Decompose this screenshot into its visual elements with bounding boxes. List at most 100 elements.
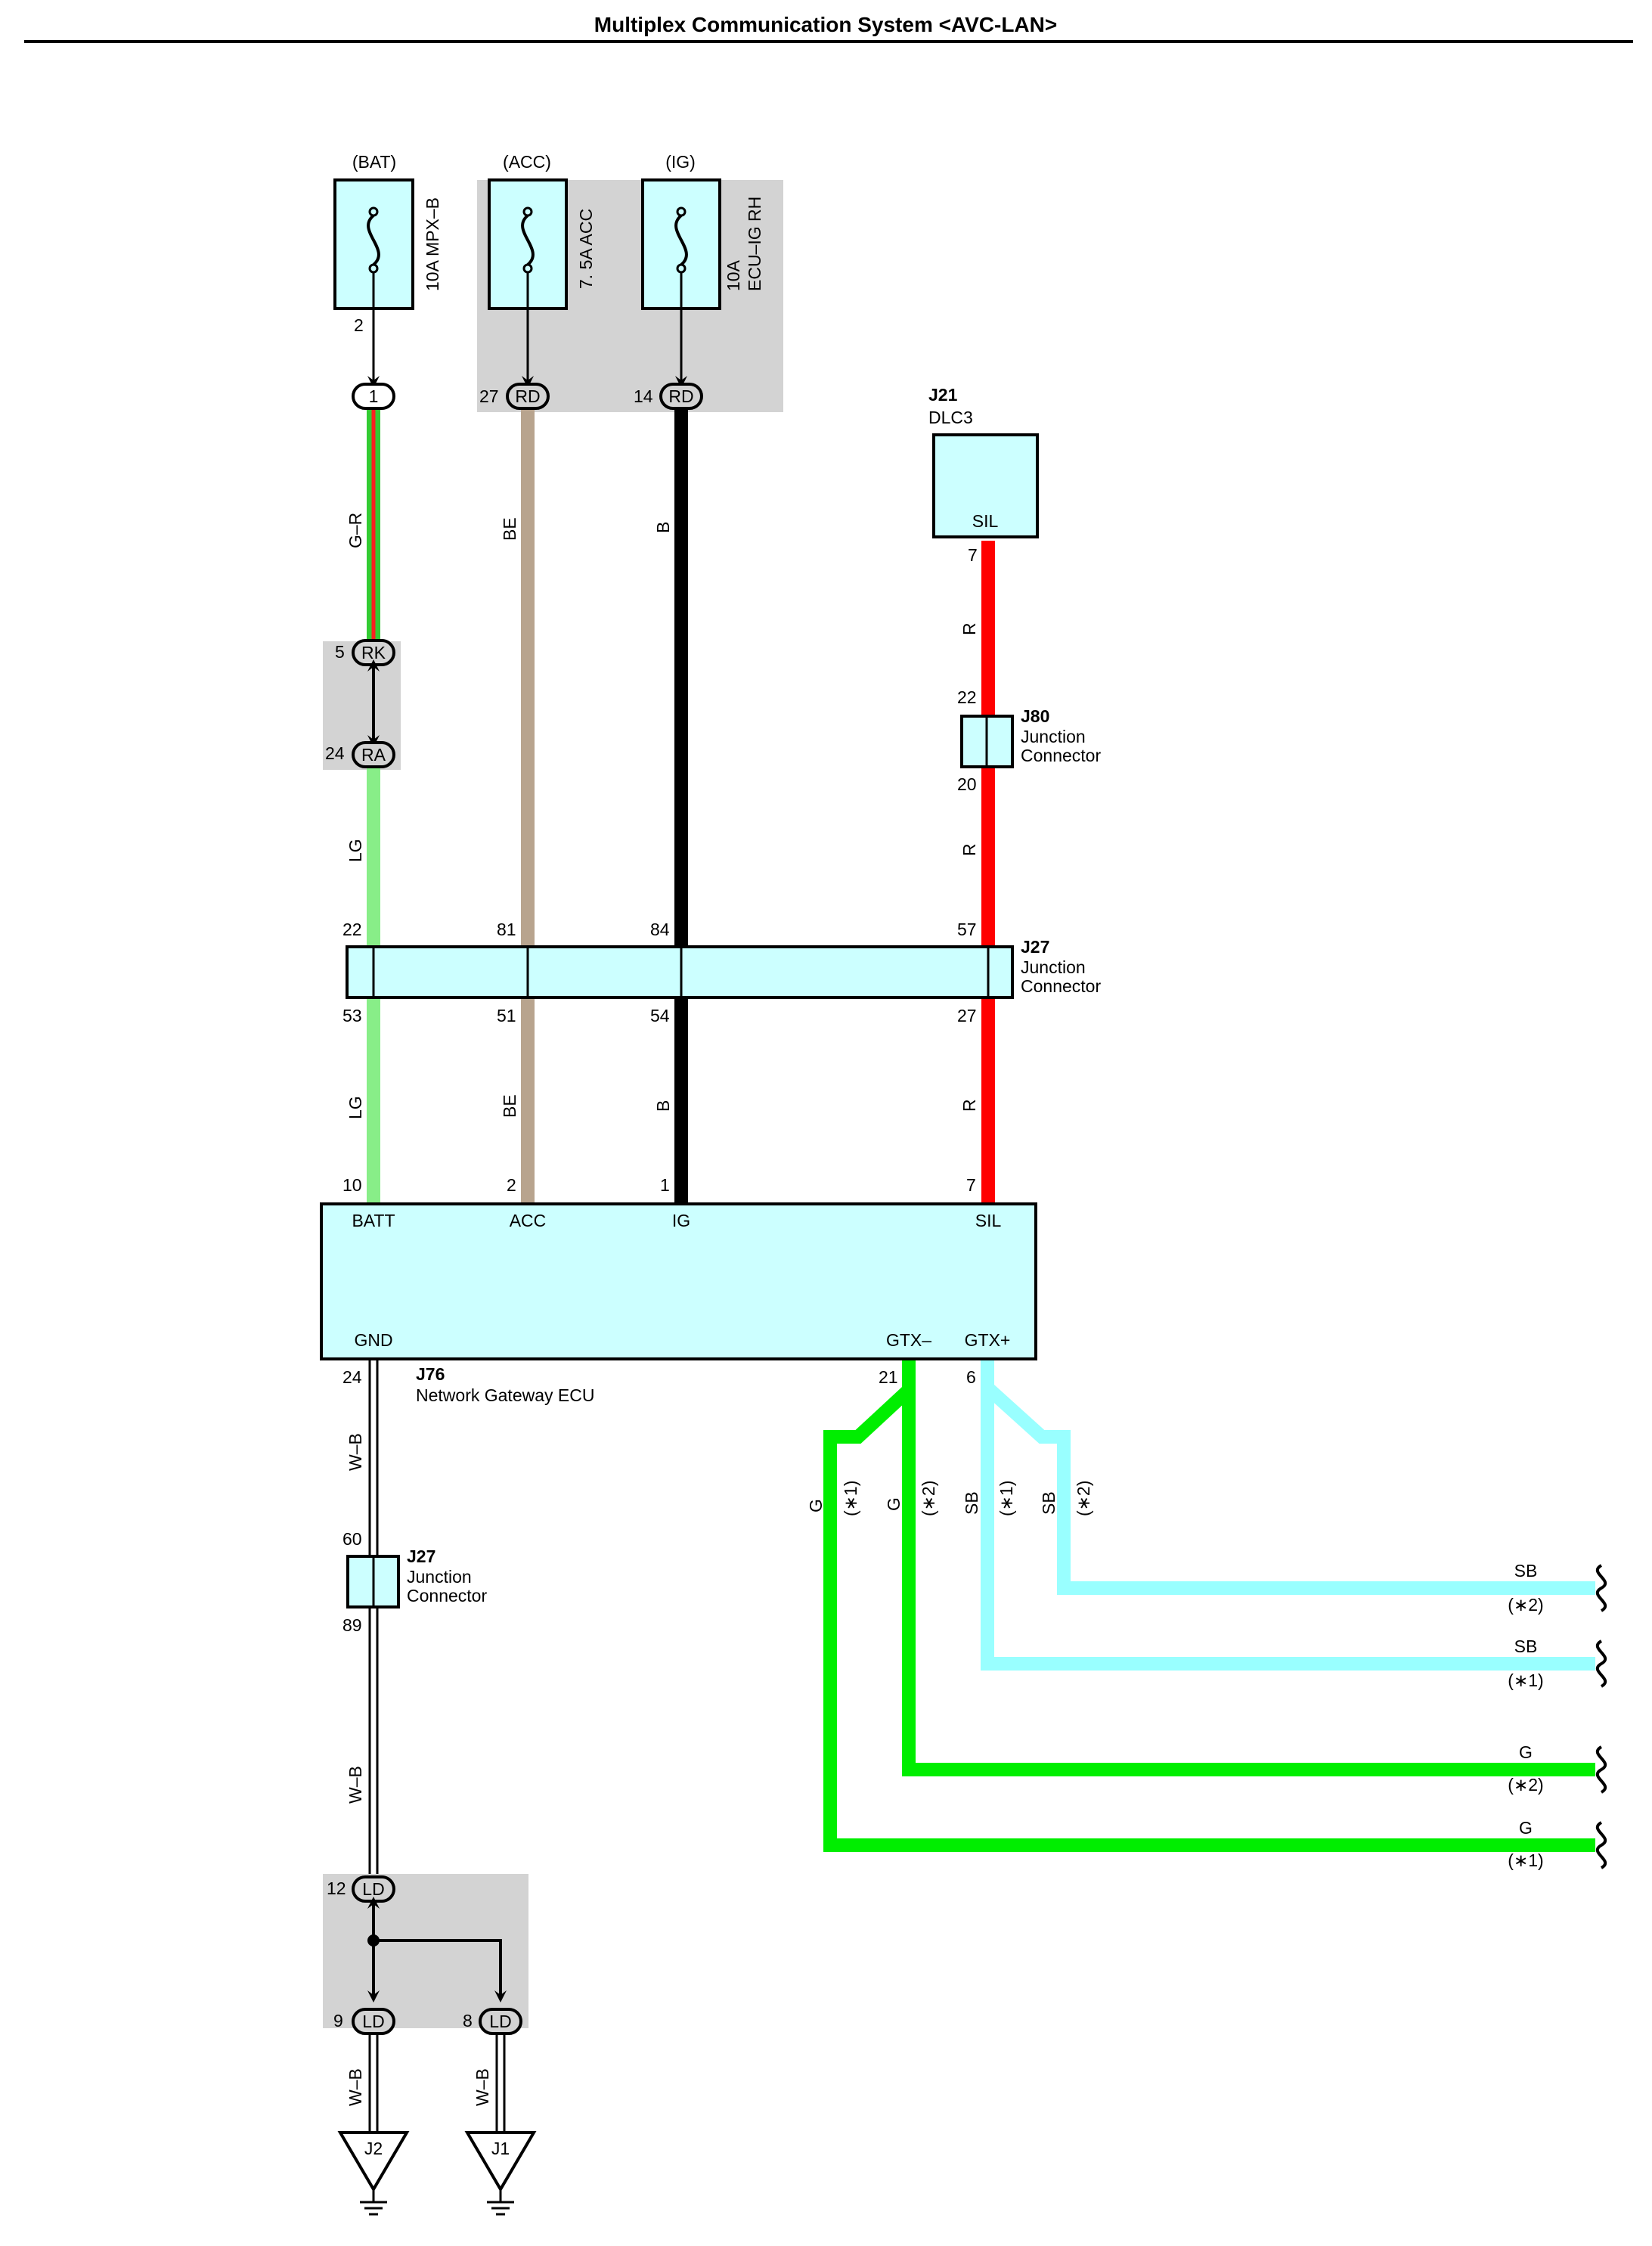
connector-id: J80 bbox=[1021, 706, 1049, 726]
wire-sb-2 bbox=[981, 1359, 1595, 1595]
pin-number: 27 bbox=[957, 1006, 977, 1025]
ecu-name: Network Gateway ECU bbox=[416, 1385, 594, 1405]
connector-label: LD bbox=[489, 2012, 511, 2031]
wire-color-label: W–B bbox=[473, 2068, 492, 2106]
wire-color-label: W–B bbox=[346, 1766, 365, 1804]
connector-oval bbox=[352, 741, 395, 768]
connector-name: Connector bbox=[1021, 746, 1101, 765]
connector-id: J27 bbox=[1021, 937, 1049, 957]
connector-label: RD bbox=[515, 386, 540, 406]
pin-number: 2 bbox=[354, 315, 364, 335]
note-label: (∗2) bbox=[1508, 1775, 1543, 1795]
wire-color-label: G bbox=[884, 1497, 903, 1511]
ground-icon bbox=[360, 2189, 387, 2216]
j27-junction-connector-small: 60 89 J27 Junction Connector bbox=[342, 1529, 487, 1635]
fuse-rating-label: 10A MPX–B bbox=[423, 197, 442, 291]
pin-number: 84 bbox=[650, 920, 670, 939]
wire-wb-main bbox=[368, 1359, 379, 1874]
pin-number: 24 bbox=[342, 1367, 362, 1387]
pin-number: 20 bbox=[957, 774, 977, 794]
wire-color-label: G bbox=[806, 1499, 826, 1512]
ground-j1: J1 bbox=[464, 2131, 537, 2216]
connector-label: RK bbox=[361, 643, 386, 662]
j76-network-gateway-ecu: 10 2 1 7 BATT ACC IG SIL GND GTX– GTX+ 2… bbox=[320, 1175, 1037, 1405]
connector-label: LD bbox=[362, 1879, 384, 1899]
connector-id: J27 bbox=[407, 1546, 435, 1566]
terminal-label: GTX+ bbox=[965, 1330, 1011, 1350]
fuse-source-label: (BAT) bbox=[352, 152, 396, 172]
pin-number: 8 bbox=[463, 2011, 473, 2030]
wire-color-label: G bbox=[1519, 1818, 1533, 1838]
connector-name: DLC3 bbox=[928, 408, 973, 427]
wire-color-label: BE bbox=[500, 517, 519, 541]
wire-wb-j1 bbox=[495, 2025, 506, 2133]
terminal-label: BATT bbox=[352, 1211, 395, 1230]
wire-color-label: SB bbox=[1039, 1491, 1058, 1515]
wire-color-label: BE bbox=[500, 1094, 519, 1118]
fuse-ig: (IG) 10A ECU–IG RH bbox=[641, 152, 764, 310]
page-title: Multiplex Communication System <AVC-LAN> bbox=[594, 13, 1057, 36]
connector-oval bbox=[659, 383, 703, 410]
j27-junction-connector-main: 22 81 84 57 53 51 54 27 J27 Junction Con… bbox=[342, 920, 1101, 1025]
pin-number: 2 bbox=[507, 1175, 516, 1195]
ground-j2: J2 bbox=[337, 2131, 410, 2216]
wire-color-label: R bbox=[959, 622, 979, 635]
connector-label: 1 bbox=[369, 386, 379, 406]
connector-name: Junction bbox=[1021, 957, 1086, 977]
pin-number: 22 bbox=[342, 920, 362, 939]
connector-id: J21 bbox=[928, 385, 958, 405]
pin-number: 21 bbox=[879, 1367, 898, 1387]
wire-color-label: SB bbox=[962, 1491, 981, 1515]
wire-color-label: SB bbox=[1514, 1561, 1538, 1581]
ld-splice-branch bbox=[373, 1939, 507, 2002]
connector-label: LD bbox=[362, 2012, 384, 2031]
fuse-name-label: ECU–IG RH bbox=[745, 197, 764, 291]
terminal-label: SIL bbox=[972, 511, 999, 531]
pin-number: 57 bbox=[957, 920, 977, 939]
ground-id: J1 bbox=[491, 2139, 510, 2158]
pin-number: 14 bbox=[634, 386, 653, 406]
wire-color-label: R bbox=[959, 1099, 979, 1112]
connector-id: J76 bbox=[416, 1364, 445, 1384]
pin-number: 9 bbox=[333, 2011, 343, 2030]
pin-number: 53 bbox=[342, 1006, 362, 1025]
wire-color-label: LG bbox=[346, 839, 365, 862]
pin-number: 1 bbox=[660, 1175, 670, 1195]
note-label: (∗2) bbox=[1074, 1481, 1093, 1516]
wire-color-label: B bbox=[653, 522, 673, 533]
j80-junction-connector: 22 20 J80 Junction Connector bbox=[957, 687, 1101, 794]
note-label: (∗2) bbox=[919, 1481, 938, 1516]
connector-name: Connector bbox=[407, 1586, 487, 1605]
pin-number: 60 bbox=[342, 1529, 362, 1549]
wire-wb-j2 bbox=[368, 2025, 379, 2133]
connector-oval bbox=[479, 2008, 522, 2035]
fuse-rating-label: 7. 5A ACC bbox=[576, 209, 596, 289]
pin-number: 10 bbox=[342, 1175, 362, 1195]
connector-oval bbox=[352, 2008, 395, 2035]
wire-color-label: R bbox=[959, 843, 979, 856]
pin-number: 24 bbox=[325, 743, 345, 763]
ground-id: J2 bbox=[364, 2139, 383, 2158]
note-label: (∗1) bbox=[996, 1481, 1016, 1516]
wire-color-label: G–R bbox=[346, 513, 365, 548]
fuse-rating-label: 10A bbox=[724, 259, 743, 291]
wire-color-label: G bbox=[1519, 1742, 1533, 1762]
ground-icon bbox=[487, 2189, 514, 2216]
wire-break-icon bbox=[1595, 1564, 1607, 1869]
pin-number: 22 bbox=[957, 687, 977, 707]
connector-label: RA bbox=[361, 745, 386, 765]
wire-sb-1 bbox=[981, 1359, 1595, 1671]
dlc3: J21 DLC3 SIL 7 bbox=[928, 385, 1039, 565]
note-label: (∗2) bbox=[1508, 1595, 1543, 1615]
terminal-label: GTX– bbox=[886, 1330, 931, 1350]
wire-color-label: LG bbox=[346, 1096, 365, 1119]
note-label: (∗1) bbox=[841, 1481, 860, 1516]
pin-number: 51 bbox=[497, 1006, 516, 1025]
pin-number: 54 bbox=[650, 1006, 670, 1025]
fuse-acc: (ACC) 7. 5A ACC bbox=[488, 152, 596, 310]
connector-group-ld bbox=[323, 1874, 528, 2028]
pin-number: 89 bbox=[342, 1615, 362, 1635]
fuse-source-label: (ACC) bbox=[503, 152, 551, 172]
pin-number: 27 bbox=[479, 386, 499, 406]
